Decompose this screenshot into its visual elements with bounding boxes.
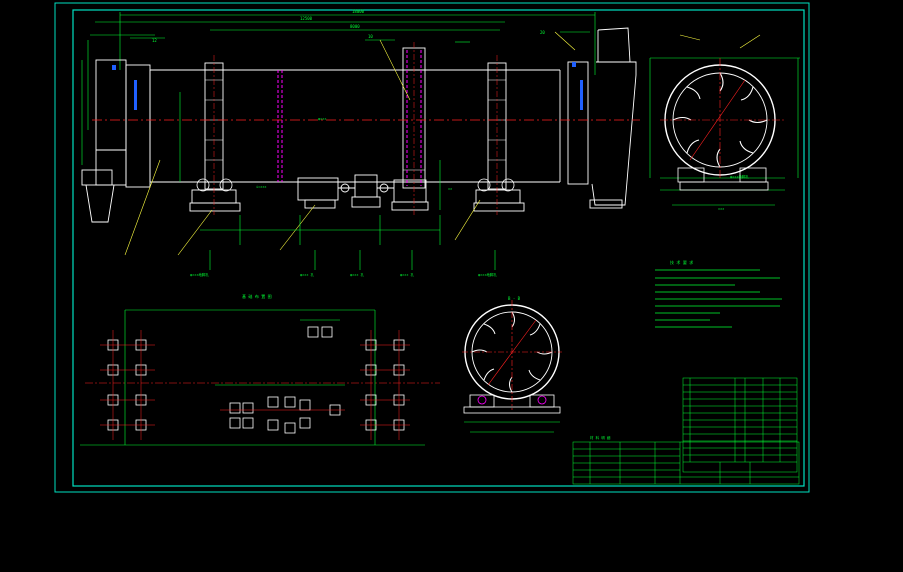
svg-text:××: ×× (448, 187, 452, 191)
svg-text:φ×××地脚孔: φ×××地脚孔 (730, 174, 749, 179)
svg-text:φ×××地脚孔: φ×××地脚孔 (190, 272, 209, 277)
svg-text:φ×××地脚孔: φ×××地脚孔 (478, 272, 497, 277)
svg-text:i=×××: i=××× (256, 185, 267, 189)
svg-text:×××: ××× (718, 207, 724, 211)
svg-text:φ××× 孔: φ××× 孔 (300, 272, 315, 277)
svg-text:12500: 12500 (300, 16, 313, 21)
svg-text:18000: 18000 (352, 9, 365, 14)
anchor-blocks (107, 326, 405, 434)
svg-text:φ××× 孔: φ××× 孔 (400, 272, 415, 277)
foundation-plan-view: 基 础 布 置 图 (80, 293, 440, 446)
section-a-view: φ×××地脚孔 ××× (649, 34, 800, 211)
parts-list-table (682, 377, 798, 473)
plan-title: 基 础 布 置 图 (242, 293, 272, 299)
svg-text:材 料 明 细: 材 料 明 细 (590, 435, 611, 440)
technical-notes: 技 术 要 求 (655, 259, 782, 328)
svg-text:12: 12 (152, 38, 157, 43)
lifter-flights (672, 72, 768, 168)
svg-text:20: 20 (540, 30, 545, 35)
section-b-view: B - B (462, 296, 562, 433)
svg-text:φ×××: φ××× (318, 117, 326, 121)
tech-title: 技 术 要 求 (670, 259, 693, 265)
title-block (572, 441, 800, 485)
drawing-frame (54, 2, 810, 493)
svg-text:10: 10 (368, 34, 373, 39)
section-b-label: B - B (508, 296, 521, 301)
svg-text:8000: 8000 (350, 24, 360, 29)
main-elevation-view: 18000 12500 8000 10 20 12 (81, 9, 640, 277)
svg-text:φ××× 孔: φ××× 孔 (350, 272, 365, 277)
